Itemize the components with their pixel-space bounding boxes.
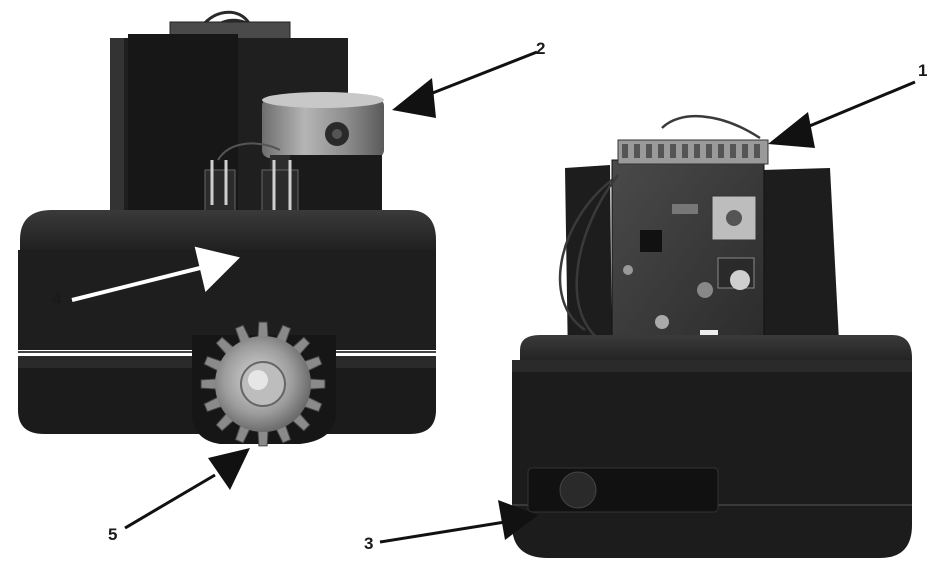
gear-tooth (308, 378, 326, 390)
terminal-screw (634, 144, 640, 158)
terminal-screw (658, 144, 664, 158)
callout-arrow-4 (71, 246, 240, 302)
callout-arrow-3 (379, 500, 538, 544)
right-unit (512, 114, 912, 558)
gear-tooth (257, 429, 269, 447)
motor-cap (262, 98, 384, 158)
callout-label-1: 1 (918, 61, 928, 80)
left-unit (18, 10, 436, 447)
terminal-screw (682, 144, 688, 158)
terminal-screw (730, 144, 736, 158)
callout-label-2: 2 (536, 39, 546, 58)
callout-label-3: 3 (364, 534, 374, 553)
terminal-screw (706, 144, 712, 158)
terminal-block-pcb (617, 139, 769, 165)
left-side-panel (565, 165, 612, 362)
pcb-wires (558, 114, 761, 341)
terminal-screw (754, 144, 760, 158)
terminal-screw (670, 144, 676, 158)
callout-arrow-1 (768, 80, 916, 148)
callout-label-5: 5 (108, 525, 118, 544)
terminal-screw (718, 144, 724, 158)
callout-arrow-2 (392, 50, 538, 118)
callout-arrow-5 (124, 448, 250, 530)
right-base-body (512, 360, 912, 558)
right-side-panel (760, 168, 840, 362)
base-housing-rim (20, 210, 436, 258)
manual-release-cover (527, 467, 719, 513)
callout-label-4: 4 (52, 289, 62, 308)
terminal-screw (646, 144, 652, 158)
capacitor (697, 282, 713, 298)
terminal-screw (694, 144, 700, 158)
terminal-screw (622, 144, 628, 158)
gear-tooth (200, 378, 218, 390)
manual-release-knob (559, 471, 597, 509)
gear-tooth (257, 321, 269, 339)
terminal-screw (742, 144, 748, 158)
